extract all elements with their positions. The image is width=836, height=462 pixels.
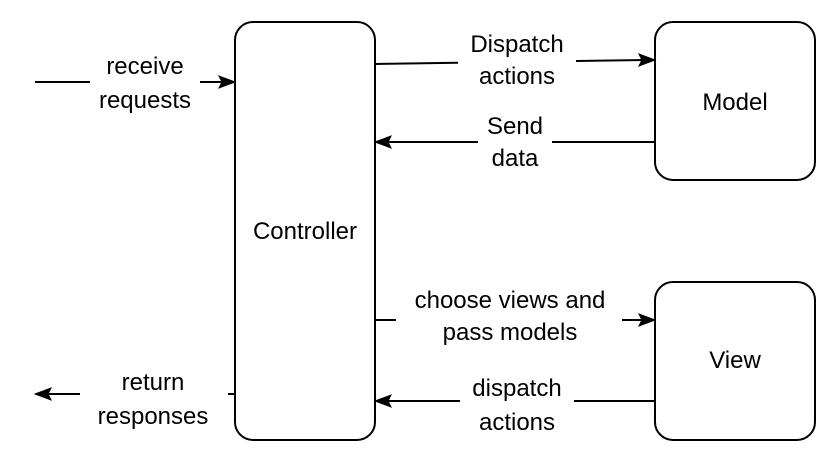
model-node: Model [654, 21, 816, 181]
return-responses-label-line1: return [122, 369, 185, 396]
receive-requests-label-line2: requests [99, 87, 191, 114]
choose-views-label-bg [396, 284, 622, 350]
view-box [654, 281, 816, 441]
controller-box [234, 21, 376, 441]
choose-views-label-line2: pass models [443, 319, 578, 346]
view-label: View [709, 347, 761, 374]
controller-node: Controller [234, 21, 376, 441]
dispatch-actions-model-arrowhead [637, 53, 657, 67]
edge-return-responses: return responses [33, 366, 235, 432]
edge-dispatch-actions-view: dispatch actions [373, 372, 655, 438]
send-data-label-line2: data [492, 145, 539, 172]
return-responses-label-bg [80, 366, 228, 432]
dispatch-actions-view-arrowhead [373, 394, 393, 408]
dispatch-actions-model-label-line2: actions [479, 63, 555, 90]
choose-views-arrowhead [637, 313, 657, 327]
controller-label: Controller [253, 218, 357, 245]
send-data-label-bg [478, 110, 552, 176]
view-node: View [654, 281, 816, 441]
dispatch-actions-model-label-bg [458, 28, 576, 92]
edge-dispatch-actions-model: Dispatch actions [374, 28, 657, 92]
edge-send-data: Send data [373, 110, 655, 176]
model-box [654, 21, 816, 181]
edge-choose-views: choose views and pass models [375, 284, 657, 350]
receive-requests-label-bg [90, 48, 200, 116]
return-responses-label-line2: responses [98, 403, 209, 430]
dispatch-actions-view-label-bg [460, 372, 574, 438]
model-label: Model [702, 89, 767, 116]
dispatch-actions-model-label-line1: Dispatch [470, 31, 563, 58]
edge-receive-requests: receive requests [35, 48, 237, 116]
choose-views-label-line1: choose views and [415, 287, 606, 314]
send-data-label-line1: Send [487, 113, 543, 140]
send-data-arrowhead [373, 135, 393, 149]
dispatch-actions-view-label-line2: actions [479, 409, 555, 436]
return-responses-arrowhead [33, 387, 53, 401]
receive-requests-label-line1: receive [106, 53, 183, 80]
receive-requests-arrowhead [217, 75, 237, 89]
dispatch-actions-view-label-line1: dispatch [472, 375, 561, 402]
